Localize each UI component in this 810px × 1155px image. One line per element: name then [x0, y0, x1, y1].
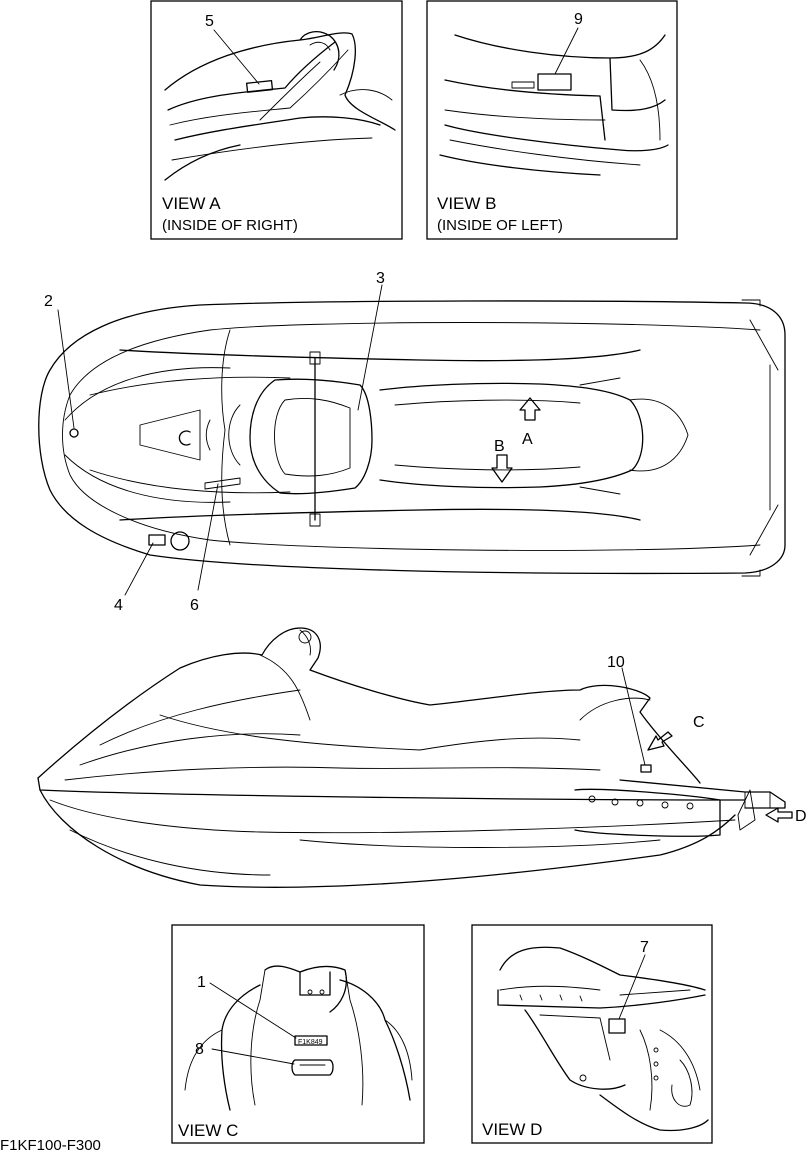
view-b-drawing [439, 27, 669, 176]
callout-8: 8 [195, 1041, 204, 1058]
arrow-d-icon [765, 807, 793, 823]
arrow-label-a: A [522, 431, 533, 448]
arrow-label-b: B [494, 438, 505, 455]
label-4-sticker [148, 534, 166, 546]
arrow-down-icon [491, 454, 513, 483]
view-b-title: VIEW B [437, 194, 497, 213]
callout-7: 7 [640, 939, 649, 956]
label-8-sticker [291, 1059, 334, 1076]
callout-4: 4 [114, 597, 123, 614]
arrow-label-d: D [795, 808, 807, 825]
fuel-cap-icon [178, 430, 191, 446]
view-b-panel: 9 VIEW B (INSIDE OF LEFT) [426, 0, 678, 240]
arrow-up-icon [519, 397, 541, 421]
view-d-panel: 7 VIEW D [471, 924, 713, 1144]
view-a-drawing [164, 29, 396, 181]
label-6-sticker [204, 477, 241, 490]
view-c-title: VIEW C [178, 1121, 238, 1140]
label-9-sticker [537, 73, 572, 91]
label-7-sticker [608, 1018, 626, 1034]
view-d-title: VIEW D [482, 1120, 542, 1139]
view-d-drawing [497, 946, 709, 1132]
arrow-label-c: C [693, 714, 705, 731]
view-d-frame [471, 924, 713, 1144]
label-10-sticker [640, 764, 652, 773]
callout-5: 5 [205, 13, 214, 30]
callout-9: 9 [574, 11, 583, 28]
view-b-frame [426, 0, 678, 240]
sticker-text: F1K849 [298, 1039, 323, 1046]
callout-1: 1 [197, 974, 206, 991]
view-b-subtitle: (INSIDE OF LEFT) [437, 217, 563, 234]
label-2-marker [69, 428, 79, 438]
side-view-hull [37, 627, 793, 888]
view-c-frame [171, 924, 425, 1144]
top-view: 2 3 4 6 A B [38, 270, 786, 614]
top-view-hull [38, 284, 786, 596]
callout-2: 2 [44, 293, 53, 310]
callout-6: 6 [190, 597, 199, 614]
view-c-panel: F1K849 1 8 VIEW C [171, 924, 425, 1144]
label-5-sticker [245, 80, 274, 93]
view-a-panel: 5 VIEW A (INSIDE OF RIGHT) [150, 0, 403, 240]
view-a-title: VIEW A [162, 194, 221, 213]
view-c-drawing: F1K849 [184, 965, 413, 1111]
view-b-small-sticker [511, 81, 535, 89]
label-1-sticker [294, 1035, 328, 1046]
side-view: 10 C D [37, 627, 807, 888]
figure-code: F1KF100-F300 [0, 1137, 101, 1150]
callout-10: 10 [607, 654, 625, 671]
view-a-frame [150, 0, 403, 240]
view-a-subtitle: (INSIDE OF RIGHT) [162, 217, 298, 234]
arrow-c-icon [647, 731, 673, 751]
callout-3: 3 [376, 270, 385, 287]
